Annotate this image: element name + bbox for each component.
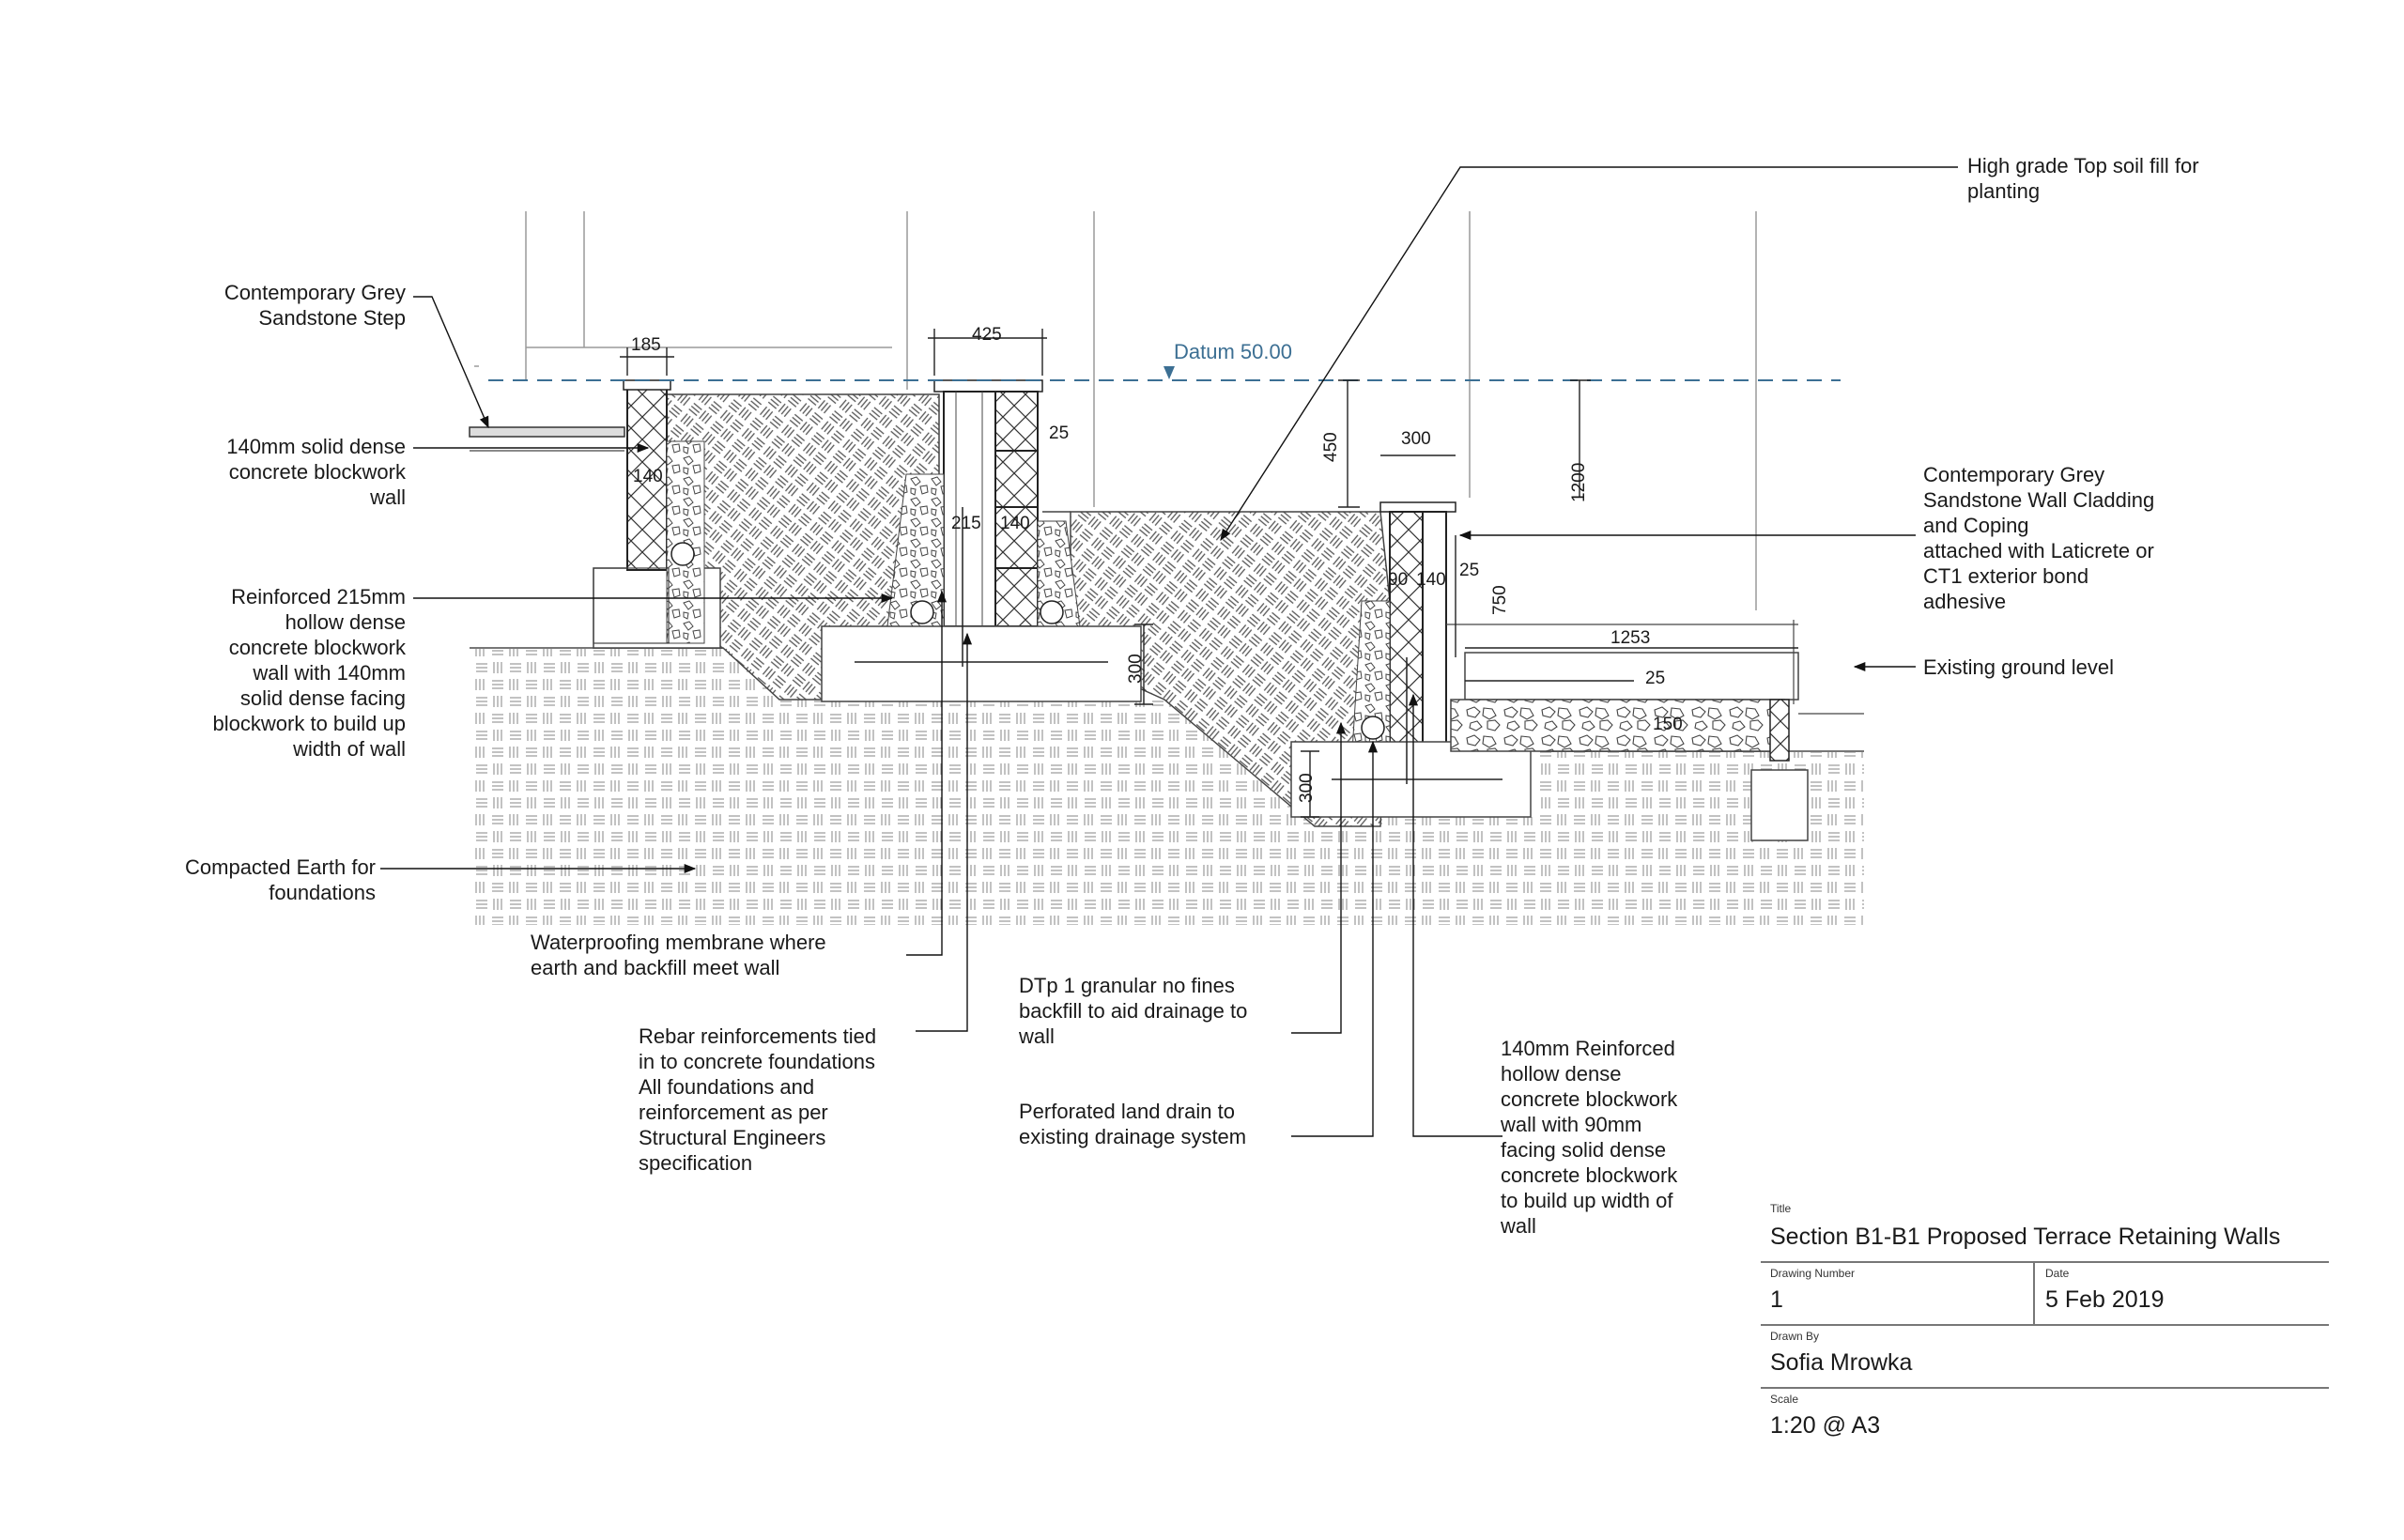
scale-caption: Scale	[1770, 1393, 1799, 1406]
coping-right	[1379, 501, 1456, 513]
drawn-by: Sofia Mrowka	[1770, 1349, 1913, 1376]
central-footing	[821, 625, 1142, 702]
dim-215: 215	[951, 514, 981, 533]
callout-waterproofing-membrane: Waterproofing membrane where earth and b…	[531, 931, 826, 979]
dim-300-right: 300	[1297, 773, 1317, 803]
title-block-divider	[1761, 1261, 2329, 1263]
title-caption: Title	[1770, 1202, 1792, 1215]
callout-rebar-reinforcements: Rebar reinforcements tied in to concrete…	[639, 1024, 877, 1175]
callout-hollow-blockwork-wall: Reinforced 215mm hollow dense concrete b…	[212, 585, 406, 761]
dimension-lines	[620, 329, 1798, 818]
callout-compacted-earth: Compacted Earth for foundations	[185, 855, 376, 904]
drain-central-b	[1040, 600, 1064, 624]
facing-wall-90	[1422, 511, 1447, 747]
dim-25-central: 25	[1049, 424, 1070, 443]
callout-140mm-reinforced-wall: 140mm Reinforced hollow dense concrete b…	[1501, 1037, 1678, 1238]
drain-right	[1361, 716, 1385, 740]
drain-central-a	[910, 600, 934, 624]
datum-label: Datum 50.00	[1174, 340, 1292, 363]
dim-450: 450	[1321, 432, 1341, 462]
compacted-earth	[470, 648, 1864, 925]
title-block-divider	[1761, 1387, 2329, 1389]
date-caption: Date	[2045, 1267, 2070, 1280]
callout-existing-ground: Existing ground level	[1923, 655, 2115, 679]
dim-300-wall: 300	[1401, 429, 1431, 449]
drawn-by-caption: Drawn By	[1770, 1330, 1820, 1343]
dim-750: 750	[1490, 585, 1510, 615]
dim-140-left: 140	[633, 467, 663, 486]
drawing-number-caption: Drawing Number	[1770, 1267, 1856, 1280]
drawing-title: Section B1-B1 Proposed Terrace Retaining…	[1770, 1224, 2281, 1250]
stone-backing-left	[666, 440, 705, 644]
left-base-block	[593, 567, 670, 644]
callout-sandstone-step: Contemporary Grey Sandstone Step	[223, 281, 406, 330]
dim-140-central: 140	[1000, 514, 1030, 533]
sandstone-step	[469, 426, 625, 438]
terrace-gravel	[1450, 699, 1785, 752]
dim-150: 150	[1653, 715, 1683, 734]
leader-lines	[380, 166, 1958, 1137]
terrace-slab	[1464, 652, 1799, 701]
drawing-scale: 1:20 @ A3	[1770, 1412, 1881, 1439]
coping-central	[933, 379, 1043, 393]
callout-solid-blockwork-wall: 140mm solid dense concrete blockwork wal…	[226, 435, 406, 509]
dim-185: 185	[631, 335, 661, 355]
dim-140-right: 140	[1416, 570, 1446, 590]
dim-1200: 1200	[1569, 462, 1589, 502]
datum-arrow	[1163, 366, 1175, 379]
drain-left	[670, 542, 695, 566]
dim-25-right: 25	[1459, 561, 1480, 580]
dim-25-slab: 25	[1645, 669, 1666, 688]
dim-1253: 1253	[1610, 628, 1651, 648]
background-frames	[474, 211, 1757, 610]
callout-top-soil: High grade Top soil fill for planting	[1967, 154, 2199, 203]
callout-dtp-backfill: DTp 1 granular no fines backfill to aid …	[1019, 974, 1248, 1048]
solid-facing-140	[994, 391, 1039, 627]
title-block-divider	[1761, 1324, 2329, 1326]
drawing-number: 1	[1770, 1286, 1783, 1313]
callout-land-drain: Perforated land drain to existing draina…	[1019, 1100, 1247, 1148]
dim-300-central: 300	[1126, 654, 1146, 684]
dim-425: 425	[972, 325, 1002, 345]
callout-wall-cladding: Contemporary Grey Sandstone Wall Claddin…	[1923, 463, 2155, 613]
hollow-wall-215	[943, 391, 996, 627]
drawing-date: 5 Feb 2019	[2045, 1286, 2165, 1313]
title-block-divider	[2033, 1261, 2035, 1324]
dim-90: 90	[1388, 570, 1409, 590]
pier-right	[1750, 769, 1809, 841]
